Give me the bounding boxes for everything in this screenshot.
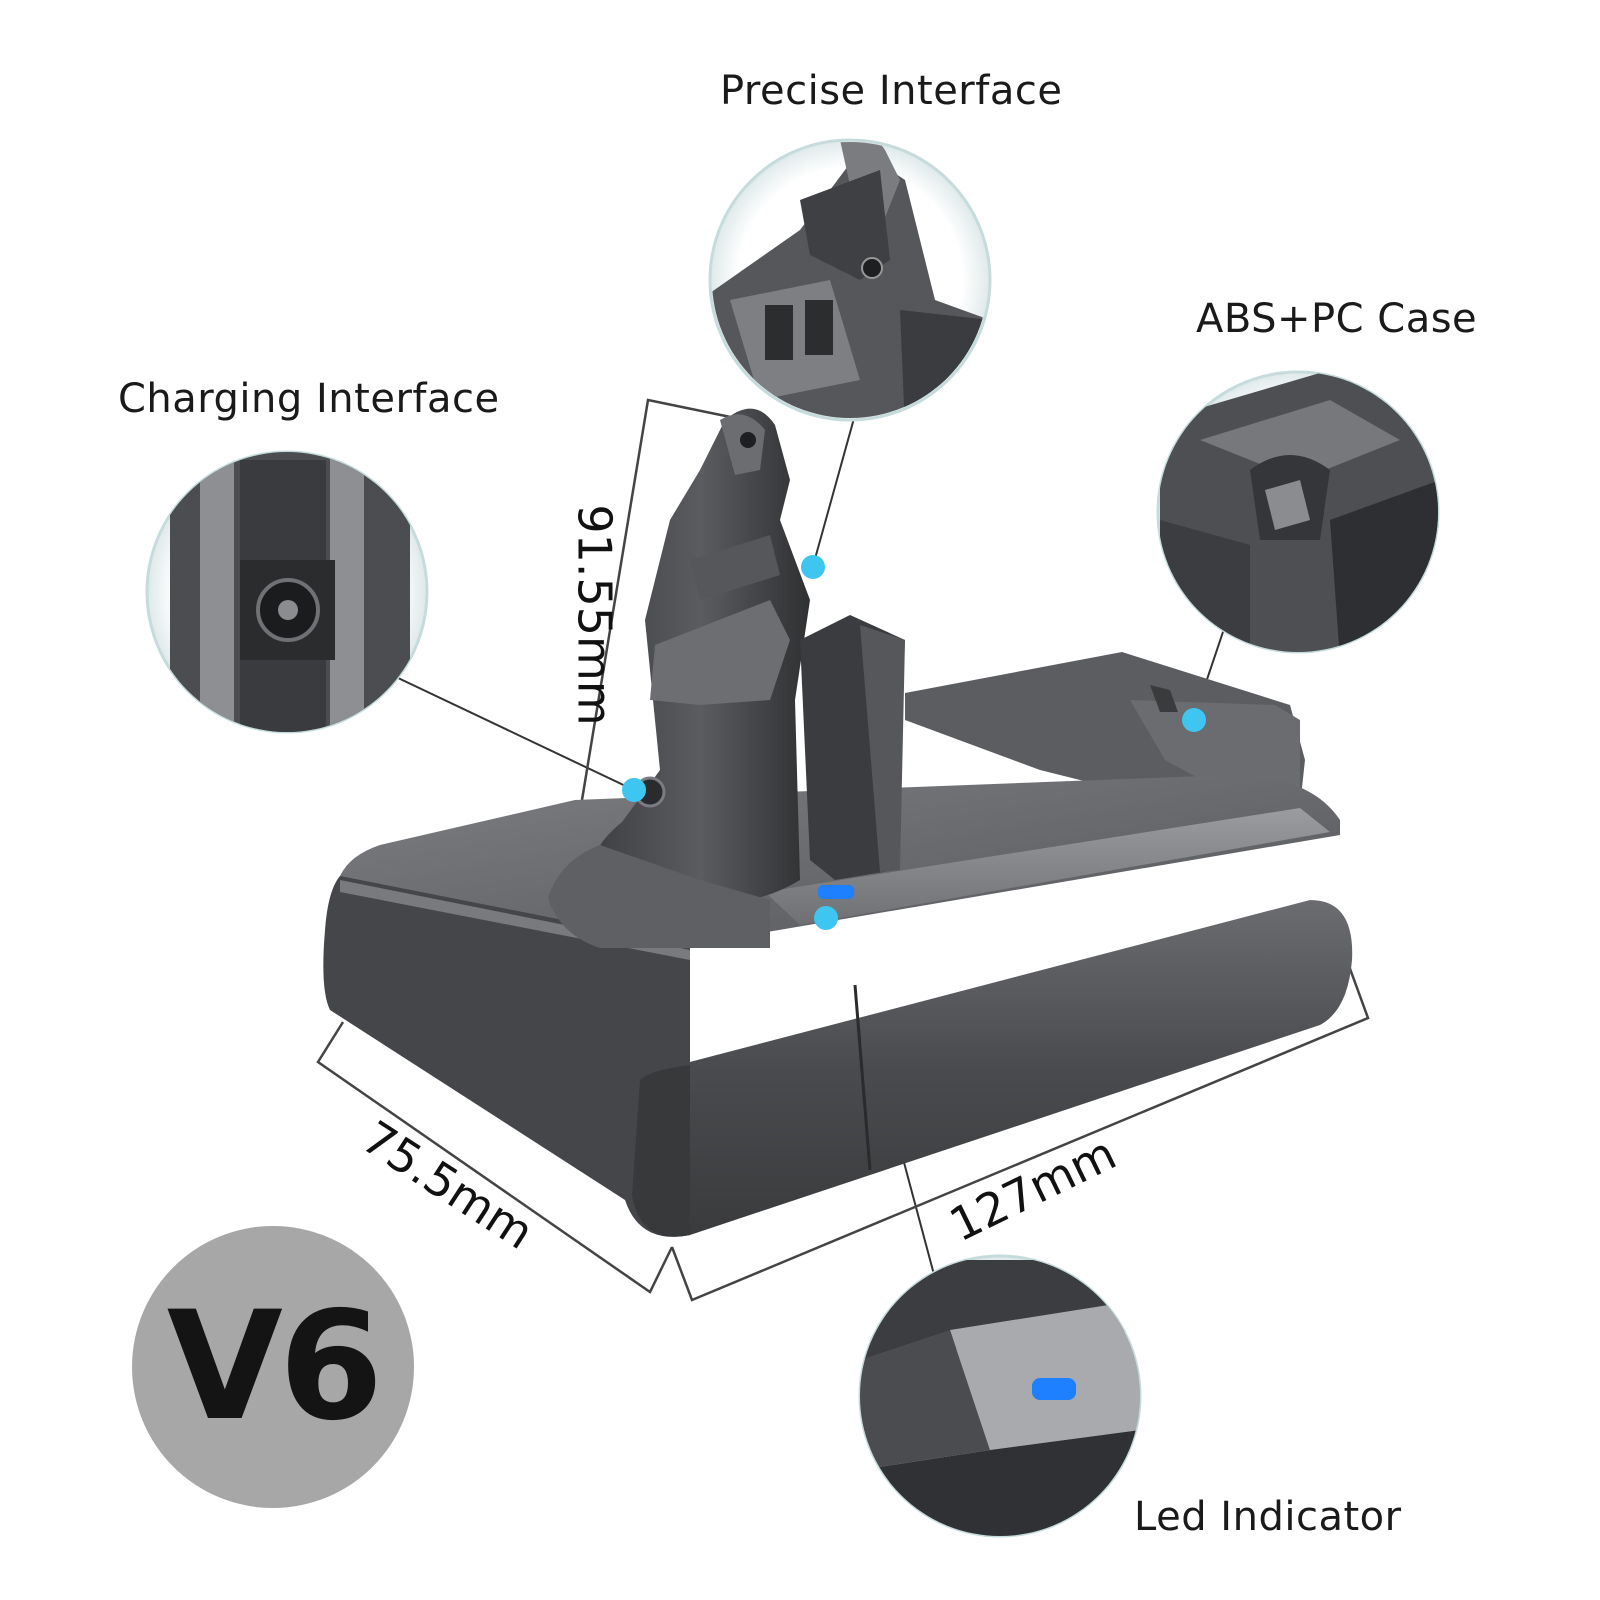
detail-circle-led xyxy=(858,1254,1142,1538)
dot-precise xyxy=(801,555,825,579)
battery-end-cap xyxy=(323,876,690,1237)
leader-charging xyxy=(395,676,635,791)
dot-charging xyxy=(622,778,646,802)
dimension-line-length xyxy=(670,954,1370,1302)
dimension-height-label: 91.55mm xyxy=(567,504,622,726)
dimension-line-depth xyxy=(316,1021,674,1294)
battery-body xyxy=(323,408,1353,1237)
dimension-line-height xyxy=(580,398,746,801)
label-charging-interface: Charging Interface xyxy=(118,376,500,422)
detail-circle-abs xyxy=(1156,370,1440,654)
model-badge-text: V6 xyxy=(166,1280,383,1454)
dot-abs xyxy=(1182,708,1206,732)
battery-led-strip xyxy=(765,808,1330,925)
dot-led xyxy=(814,906,838,930)
dimension-lines xyxy=(316,398,1370,1302)
leader-precise xyxy=(812,403,859,567)
led-indicator-closeup xyxy=(1032,1378,1076,1400)
leader-led xyxy=(901,1154,937,1283)
battery-led xyxy=(818,885,854,899)
detail-circle-precise xyxy=(708,138,992,422)
model-badge: V6 xyxy=(132,1226,414,1508)
label-led-indicator: Led Indicator xyxy=(1134,1494,1402,1540)
accent-dots xyxy=(622,555,1206,930)
detail-circle-charging xyxy=(145,450,429,734)
battery-front-face xyxy=(640,900,1353,1236)
label-precise-interface: Precise Interface xyxy=(720,68,1063,114)
label-abs-pc-case: ABS+PC Case xyxy=(1196,296,1478,342)
